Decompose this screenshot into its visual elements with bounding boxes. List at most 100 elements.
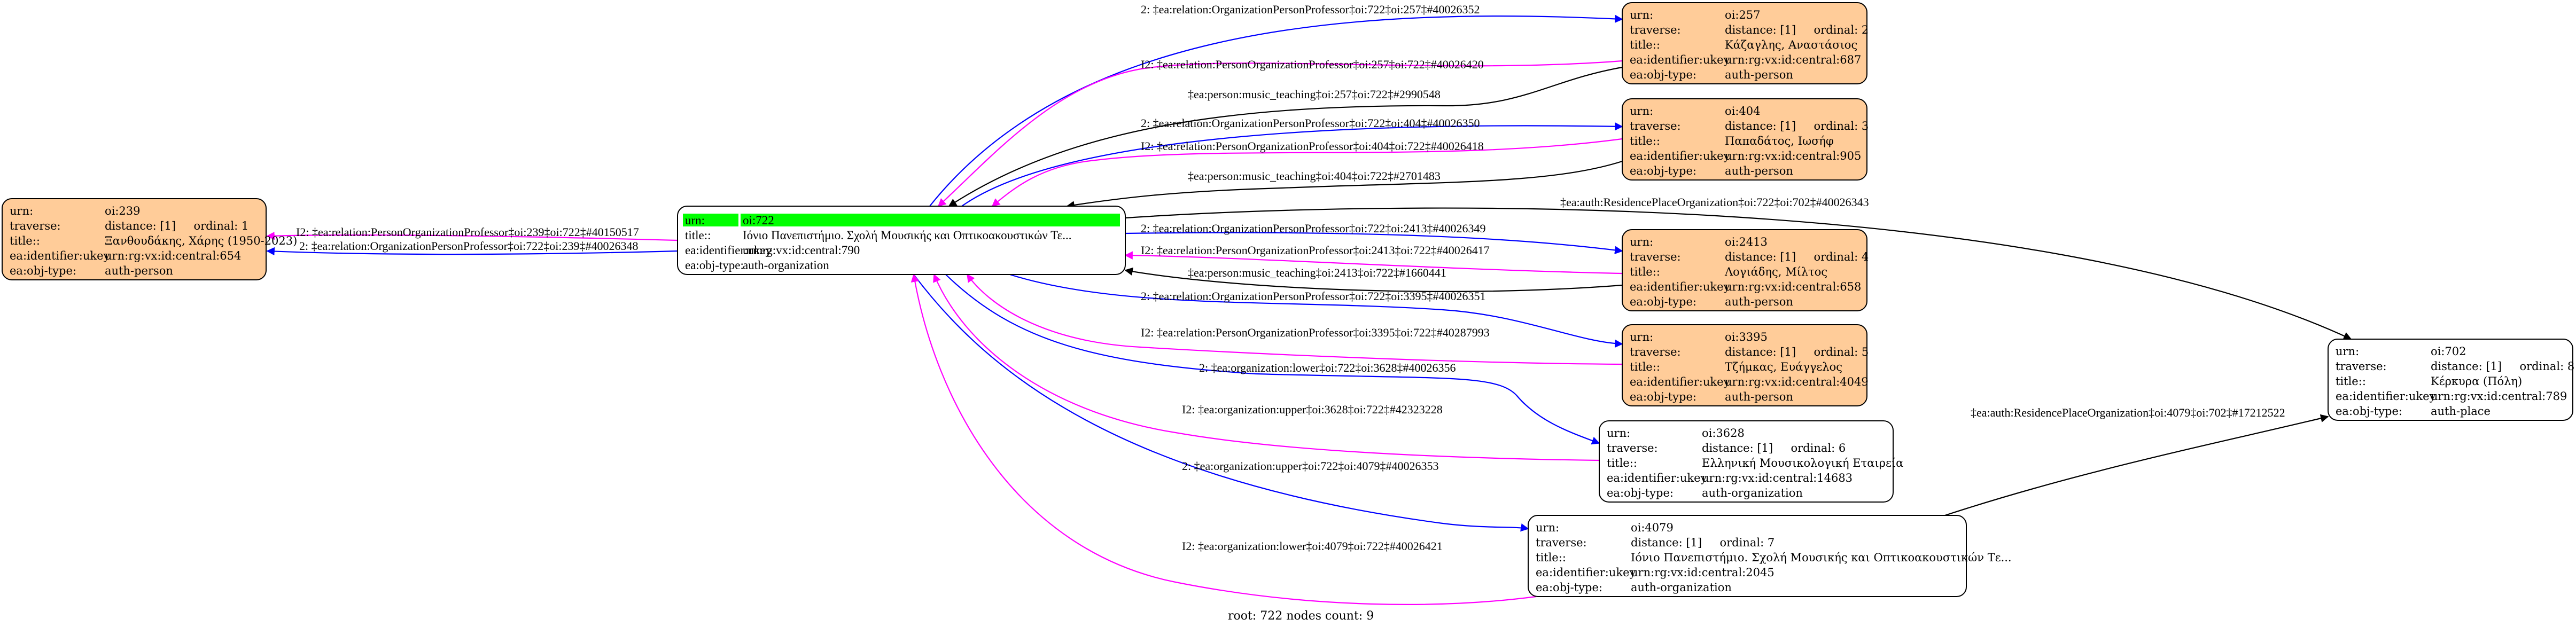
edge-inverse[interactable] (967, 273, 1623, 365)
node-field-key: ea:identifier:ukey (2336, 390, 2436, 403)
node-field-key: urn: (1630, 331, 1653, 343)
node-field-value: distance: [1] ordinal: 2 (1725, 23, 1869, 36)
edge-forward[interactable] (1125, 232, 1623, 254)
node-field-key: ea:obj-type: (1630, 390, 1696, 403)
node-field-value: urn:rg:vx:id:central:790 (743, 244, 860, 257)
node-field-value: auth-person (1725, 390, 1793, 403)
node-box[interactable] (2, 198, 267, 280)
node-field-key: ea:obj-type: (1607, 487, 1674, 499)
node-field-value: urn:rg:vx:id:central:687 (1725, 53, 1861, 66)
node-field-value: distance: [1] ordinal: 8 (2431, 360, 2574, 373)
node-field-key: ea:obj-type: (1630, 295, 1696, 308)
edge-label: 2: ‡ea:relation:OrganizationPersonProfes… (1141, 222, 1485, 235)
node-field-key: ea:identifier:ukey (1630, 375, 1730, 388)
node-field-key: urn: (685, 214, 705, 227)
node-field-value: urn:rg:vx:id:central:2045 (1631, 566, 1775, 579)
edge-forward[interactable] (913, 274, 1529, 532)
edge-label: 2: ‡ea:organization:upper‡oi:722‡oi:4079… (1182, 459, 1438, 473)
node-field-key: title:: (10, 234, 40, 247)
node-field-value: urn:rg:vx:id:central:905 (1725, 150, 1861, 162)
node-field-key: traverse: (1630, 23, 1681, 36)
node-field-key: ea:obj-type: (10, 264, 76, 277)
edge-other[interactable] (1066, 160, 1623, 209)
graph-summary: root: 722 nodes count: 9 (1228, 609, 1374, 623)
node-field-value: oi:3628 (1702, 427, 1745, 440)
edge-forward[interactable] (945, 274, 1600, 445)
edge-label: ‡ea:person:music_teaching‡oi:257‡oi:722‡… (1188, 88, 1441, 101)
node-field-key: title:: (1630, 38, 1660, 51)
node-box[interactable] (1528, 515, 1967, 597)
node-field-key: title:: (1630, 135, 1660, 147)
node-field-key: title:: (2336, 375, 2366, 388)
node-field-value: Ελληνική Μουσικολογική Εταιρεία (1702, 457, 1903, 469)
edge-forward[interactable] (961, 122, 1623, 207)
node-field-value: auth-organization (1631, 581, 1732, 594)
node-field-key: ea:identifier:ukey (1630, 280, 1730, 293)
edge-forward[interactable] (1009, 273, 1623, 348)
node-field-value: auth-person (1725, 164, 1793, 177)
node-field-key: traverse: (1630, 250, 1681, 263)
edge-label: I2: ‡ea:relation:PersonOrganizationProfe… (1141, 326, 1490, 339)
node-field-key: ea:obj-type: (2336, 405, 2402, 418)
node-field-value: Ιόνιο Πανεπιστήμιο. Σχολή Μουσικής και Ο… (743, 229, 1072, 242)
node-field-key: title:: (1607, 457, 1637, 469)
edge-label: 2: ‡ea:relation:OrganizationPersonProfes… (1141, 116, 1480, 130)
edge-label: ‡ea:auth:ResidencePlaceOrganization‡oi:4… (1971, 406, 2285, 419)
edge-label: ‡ea:person:music_teaching‡oi:2413‡oi:722… (1188, 266, 1446, 279)
node-field-key: title:: (685, 229, 711, 242)
edge-label: 2: ‡ea:relation:OrganizationPersonProfes… (1141, 289, 1485, 303)
edge-other[interactable] (1125, 207, 2352, 340)
edge-other[interactable] (1124, 267, 1623, 292)
edge-inverse[interactable] (991, 138, 1623, 207)
edge-forward[interactable] (929, 14, 1623, 207)
node-box[interactable] (1599, 420, 1894, 503)
edge-label: I2: ‡ea:relation:PersonOrganizationProfe… (1141, 244, 1490, 257)
edge-inverse[interactable] (937, 60, 1623, 207)
node-box[interactable] (1622, 324, 1867, 406)
node-field-value: auth-person (105, 264, 173, 277)
node-field-key: urn: (10, 205, 33, 217)
node-field-value: oi:722 (743, 214, 774, 227)
node-field-key: title:: (1630, 360, 1660, 373)
edge-inverse[interactable] (933, 273, 1600, 461)
node-field-value: Ξανθουδάκης, Χάρης (1950-2023) (105, 234, 297, 247)
node-field-value: distance: [1] ordinal: 4 (1725, 250, 1869, 263)
node-box[interactable] (1622, 98, 1867, 181)
node-field-value: Παπαδάτος, Ιωσήφ (1725, 135, 1834, 147)
node-box[interactable] (1622, 229, 1867, 311)
edge-inverse[interactable] (1124, 251, 1623, 275)
node-field-value: distance: [1] ordinal: 3 (1725, 120, 1869, 132)
node-field-value: auth-person (1725, 68, 1793, 81)
edge-labels-layer: I2: ‡ea:relation:PersonOrganizationProfe… (296, 3, 2285, 553)
node-box[interactable] (1622, 2, 1867, 84)
node-field-key: urn: (1630, 236, 1653, 248)
edge-inverse[interactable] (266, 231, 678, 241)
edge-label: ‡ea:person:music_teaching‡oi:404‡oi:722‡… (1188, 169, 1441, 183)
node-field-value: urn:rg:vx:id:central:4049 (1725, 375, 1869, 388)
edge-label: I2: ‡ea:organization:lower‡oi:4079‡oi:72… (1182, 539, 1443, 553)
node-box[interactable] (2328, 339, 2573, 421)
node-field-value: Τζήμκας, Ευάγγελος (1725, 360, 1842, 373)
node-field-key: ea:identifier:ukey (1607, 472, 1707, 484)
node-field-key: ea:identifier:ukey (1630, 150, 1730, 162)
edge-label: 2: ‡ea:organization:lower‡oi:722‡oi:3628… (1199, 361, 1456, 374)
edge-other[interactable] (948, 66, 1623, 207)
edge-forward[interactable] (266, 247, 678, 256)
edge-inverse[interactable] (910, 273, 1537, 605)
node-field-value: oi:4079 (1631, 521, 1674, 534)
edge-other[interactable] (1944, 414, 2329, 516)
node-field-value: auth-organization (1702, 487, 1803, 499)
edge-label: 2: ‡ea:relation:OrganizationPersonProfes… (1141, 3, 1480, 16)
node-field-value: distance: [1] ordinal: 1 (105, 220, 248, 232)
node-field-key: urn: (1536, 521, 1559, 534)
